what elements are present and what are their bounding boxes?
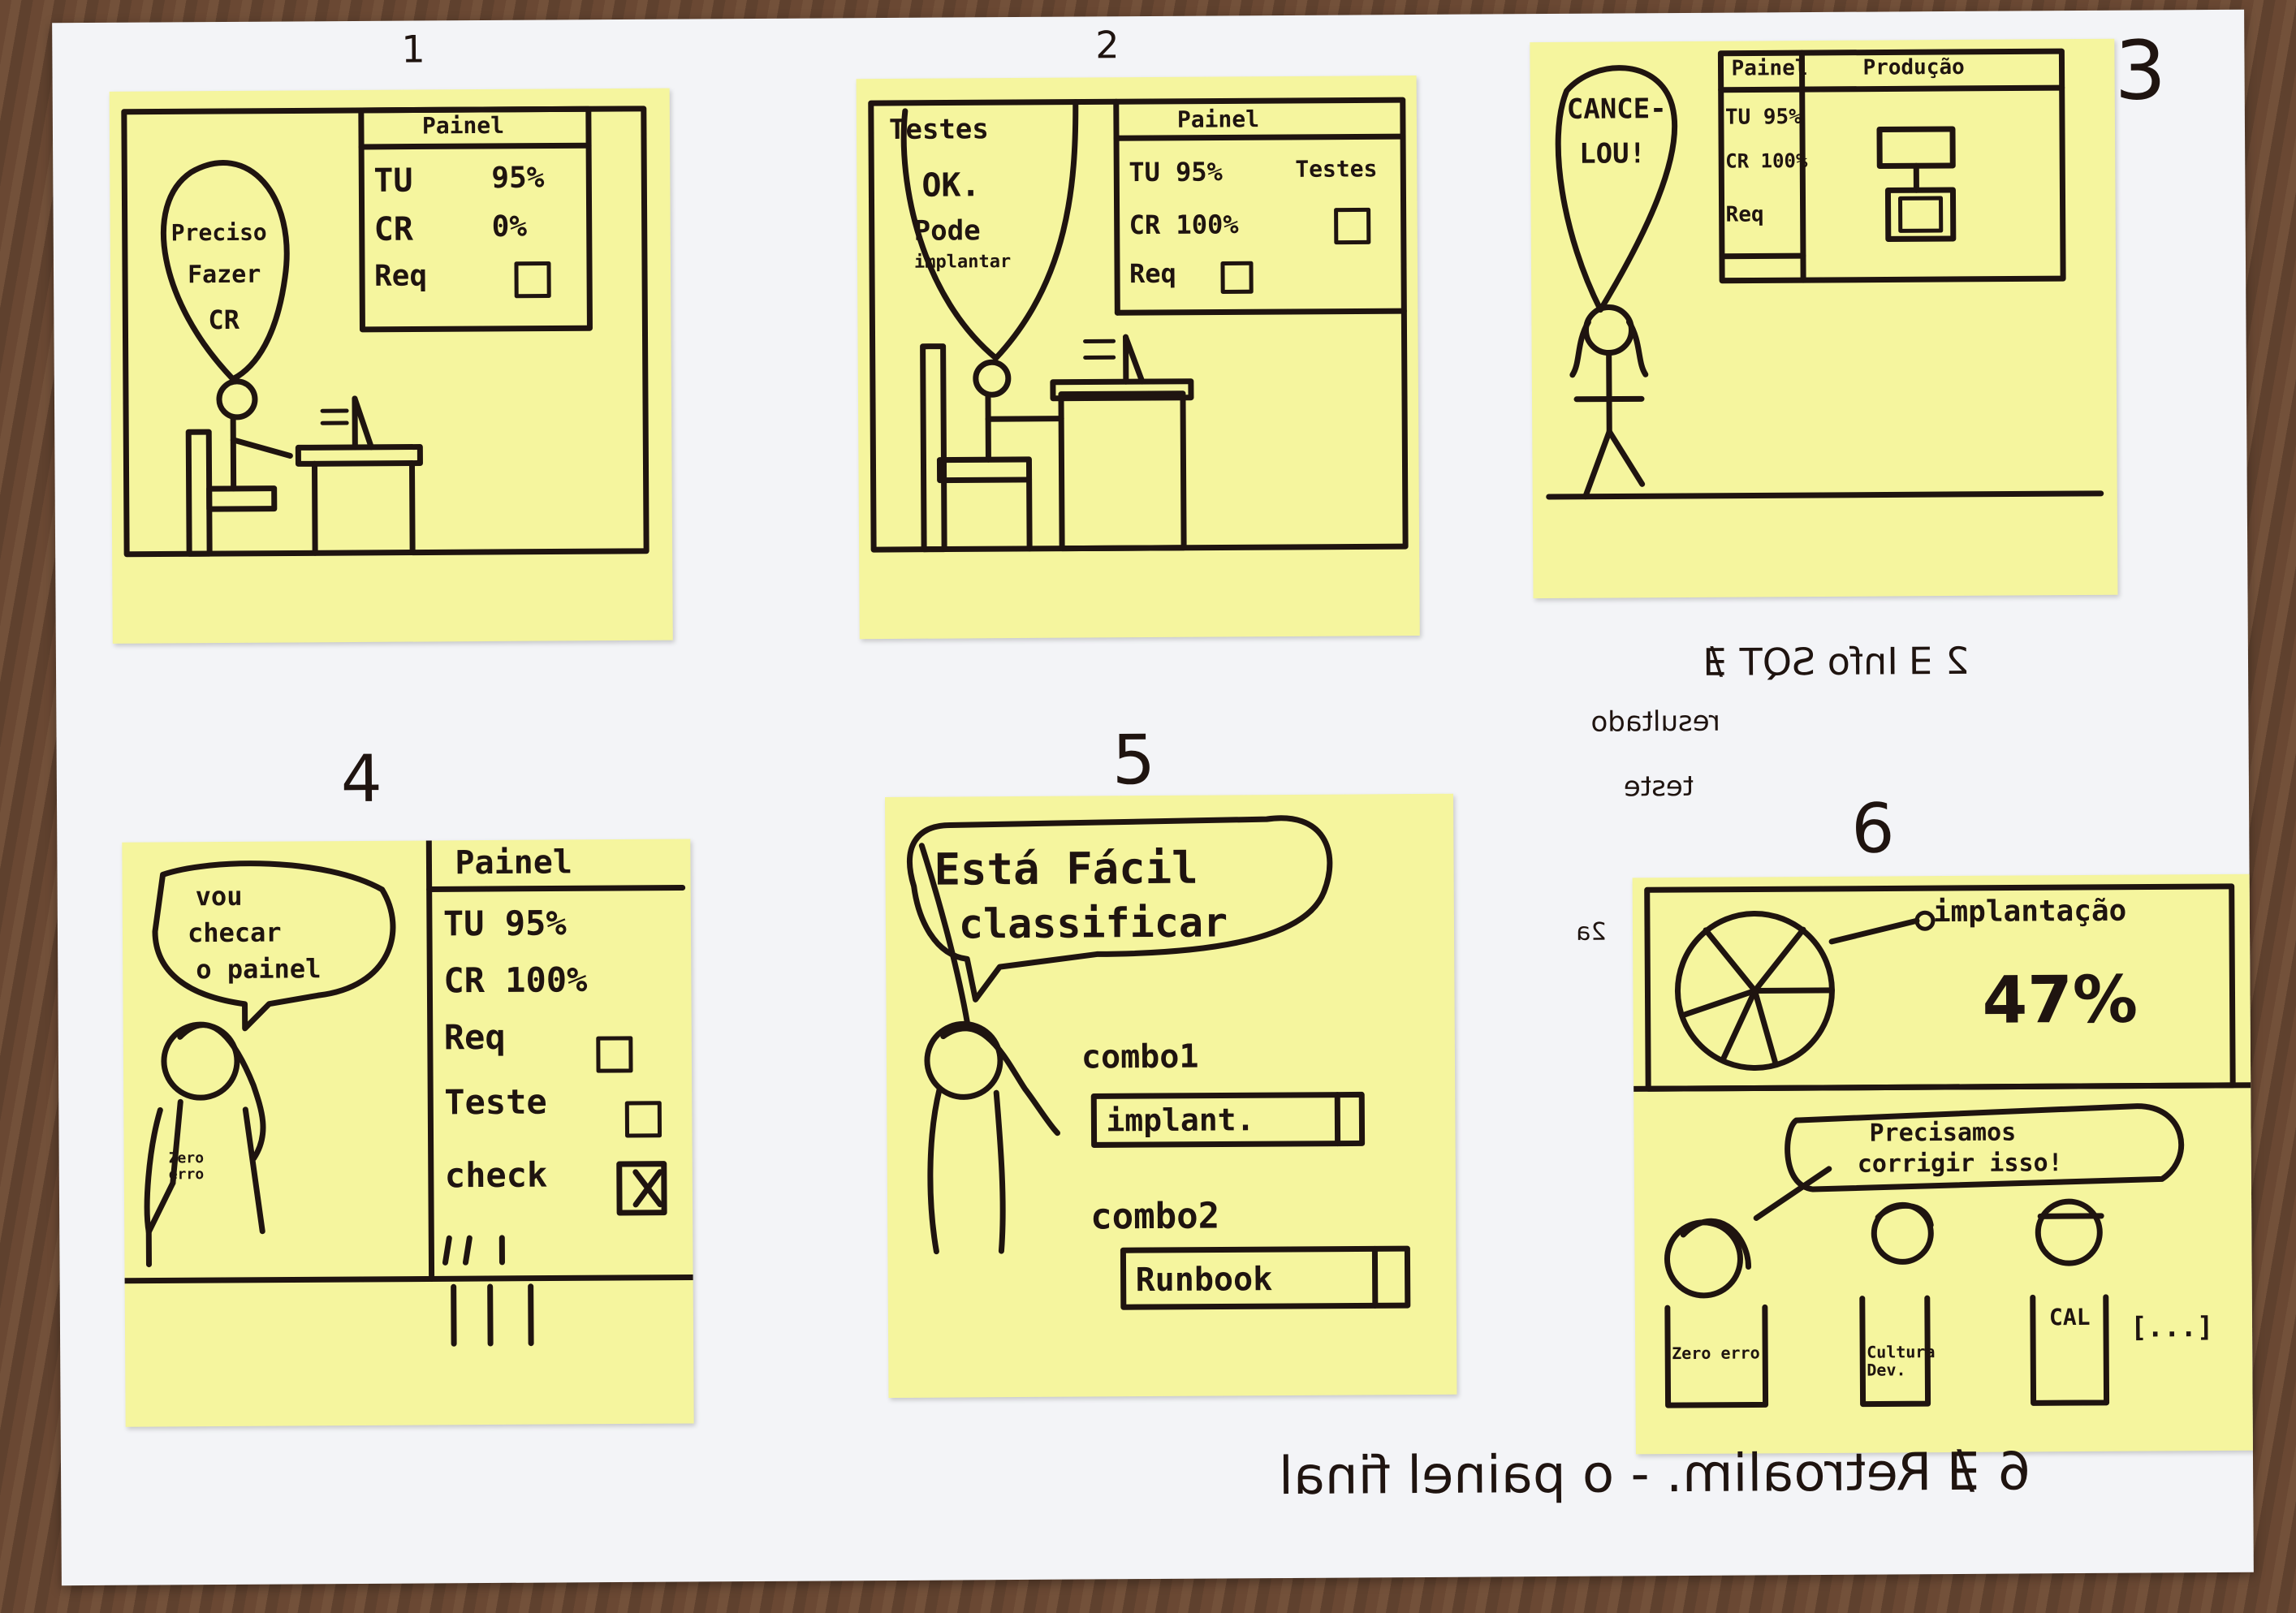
person-cal: CAL (2048, 1303, 2091, 1331)
pie-slice-line-5 (1720, 987, 1758, 1063)
panel-4-bubble-line-3: o painel (196, 953, 322, 985)
panel-number-5: 5 (1111, 719, 1156, 800)
combo2-select[interactable]: Runbook (1135, 1261, 1273, 1300)
panel-1-row-2-label: CR (373, 210, 414, 248)
combo1-select[interactable]: implant. (1106, 1102, 1255, 1139)
panel-number-3: 3 (2114, 23, 2167, 119)
panel-2-drawing (868, 97, 1409, 553)
panel-4-row-4-label: Teste (444, 1081, 547, 1123)
panel-2-row-3-label: Req (1129, 257, 1176, 290)
panel-5-bubble-line-2: classificar (958, 899, 1228, 948)
chart-label: implantação (1932, 894, 2127, 929)
panel-2-bubble-line-3: Pode (913, 214, 981, 248)
storyboard-panel-5: Está Fácil classificar combo1 implant. c… (884, 793, 1457, 1399)
panel-4-row-1-label: TU 95% (442, 903, 567, 944)
storyboard-panel-1: Painel TU 95% CR 0% Req Preciso Fazer CR (109, 88, 673, 644)
pie-slice-line-1 (1751, 987, 1835, 994)
storyboard-panel-3: Painel Produção TU 95% CR 100% Req CANCE… (1530, 38, 2118, 599)
panel-2-row-1-label: TU 95% (1129, 156, 1224, 188)
panel-1-row-1-label: TU (373, 162, 413, 200)
panel-4-drawing (122, 839, 694, 1347)
percent-value: 47% (1982, 961, 2138, 1038)
combo1-label: combo1 (1081, 1037, 1199, 1076)
panel-4-row-5-label: check (444, 1154, 548, 1196)
storyboard-panel-6: implantação 47% Precisamos corrigir isso… (1632, 873, 2253, 1455)
note-right-sub-2: teste (1623, 770, 1694, 804)
panel-3-bubble-line-2: LOU! (1579, 137, 1646, 170)
pie-slice-line-3 (1703, 927, 1758, 994)
person-cultura-dev: Cultura Dev. (1867, 1342, 1936, 1380)
panel-5-bubble-line-1: Está Fácil (934, 842, 1198, 895)
panel-6-drawing (1632, 883, 2253, 1408)
panel-2-row-2-label: CR 100% (1129, 209, 1239, 241)
ellipsis: [...] (2130, 1311, 2214, 1344)
panel-2-row-1-value: Testes (1295, 155, 1378, 183)
panel-2-bubble-line-1: Testes (888, 113, 989, 146)
person-zero-erro: Zero erro (1672, 1343, 1760, 1364)
panel-4-person-badge: Zero erro (168, 1149, 205, 1184)
storyboard-panel-2: Painel TU 95% Testes CR 100% Req Testes … (856, 75, 1420, 640)
panel-5-drawing (907, 815, 1411, 1310)
panel-1-drawing (121, 106, 650, 558)
panel-number-4: 4 (340, 740, 383, 817)
panel-1-row-2-value: 0% (491, 209, 528, 244)
storyboard-panel-4: Painel TU 95% CR 100% Req Teste check vo… (122, 839, 694, 1427)
combo2-label: combo2 (1090, 1195, 1220, 1238)
pie-slice-line-2 (1751, 926, 1806, 994)
panel-1-bubble-line-1: Preciso (170, 218, 267, 247)
panel-3-row-2-label: CR 100% (1725, 149, 1808, 173)
panel-6-bubble-line-2: corrigir isso! (1857, 1149, 2063, 1179)
panel-4-bubble-line-2: checar (187, 916, 282, 949)
panel-3-bubble-line-1: CANCE- (1566, 93, 1667, 126)
panel-number-2: 2 (1095, 23, 1120, 67)
note-right: 2 ∃ Info SQT ∄ (1703, 638, 1970, 684)
panel-2-board-title: Painel (1176, 106, 1260, 133)
panel-2-bubble-line-2: OK. (921, 166, 981, 205)
panel-2-bubble-line-4: implantar (913, 252, 1012, 273)
panel-1-bubble-line-3: CR (208, 304, 240, 336)
pie-slice-line-4 (1679, 987, 1758, 1019)
panel-4-board-title: Painel (455, 843, 573, 882)
panel-3-board-title: Painel (1731, 56, 1808, 81)
panel-1-board-title: Painel (421, 111, 505, 140)
panel-3-board-title-2: Produção (1862, 54, 1965, 80)
panel-number-1: 1 (401, 27, 425, 71)
note-right-sub-1: resultado (1590, 705, 1720, 739)
panel-1-row-1-value: 95% (491, 161, 545, 195)
panel-4-bubble-line-1: vou (195, 880, 243, 912)
note-bottom: 6 ∄ Retroalim. - o painel final (1278, 1442, 2031, 1507)
pie-slice-line-6 (1751, 987, 1779, 1067)
panel-3-drawing (1546, 48, 2104, 500)
panel-3-row-3-label: Req (1725, 202, 1764, 227)
panel-1-bubble-line-2: Fazer (187, 260, 261, 290)
panel-number-6: 6 (1850, 788, 1896, 869)
paper-sheet: 1 2 3 4 5 6 Painel TU 95% CR 0% (52, 9, 2254, 1586)
panel-4-row-3-label: Req (443, 1016, 506, 1058)
panel-1-row-3-label: Req (373, 259, 428, 293)
panel-4-row-2-label: CR 100% (443, 960, 588, 1001)
side-mark: 2a (1575, 917, 1607, 947)
panel-6-bubble-line-1: Precisamos (1869, 1118, 2017, 1148)
progress-pie-chart (1674, 910, 1835, 1071)
panel-3-row-1-label: TU 95% (1724, 105, 1802, 130)
